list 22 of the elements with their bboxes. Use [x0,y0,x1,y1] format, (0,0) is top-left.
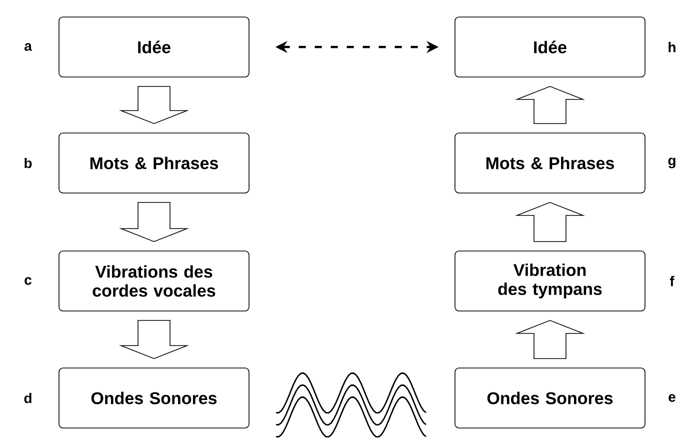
letter-label: c [24,277,32,285]
letter-label: a [24,43,32,51]
block-arrow [514,202,586,242]
process-box: Idée [454,16,646,78]
letter-label: d [24,392,32,404]
letter-label: h [668,42,676,52]
block-arrow [118,320,190,360]
process-box: Vibrations des cordes vocales [58,250,250,312]
process-box: Mots & Phrases [58,132,250,194]
block-arrow [514,86,586,124]
block-arrow [118,86,190,124]
block-arrow [118,202,190,242]
process-box: Ondes Sonores [58,368,250,428]
letter-label: g [668,158,676,168]
process-box: Ondes Sonores [454,368,646,428]
letter-label: b [24,158,32,168]
letter-label: f [670,276,674,286]
process-box: Idée [58,16,250,78]
block-arrow [514,320,586,359]
process-box: Vibration des tympans [454,250,646,312]
process-box: Mots & Phrases [454,132,646,194]
letter-label: e [668,394,676,402]
